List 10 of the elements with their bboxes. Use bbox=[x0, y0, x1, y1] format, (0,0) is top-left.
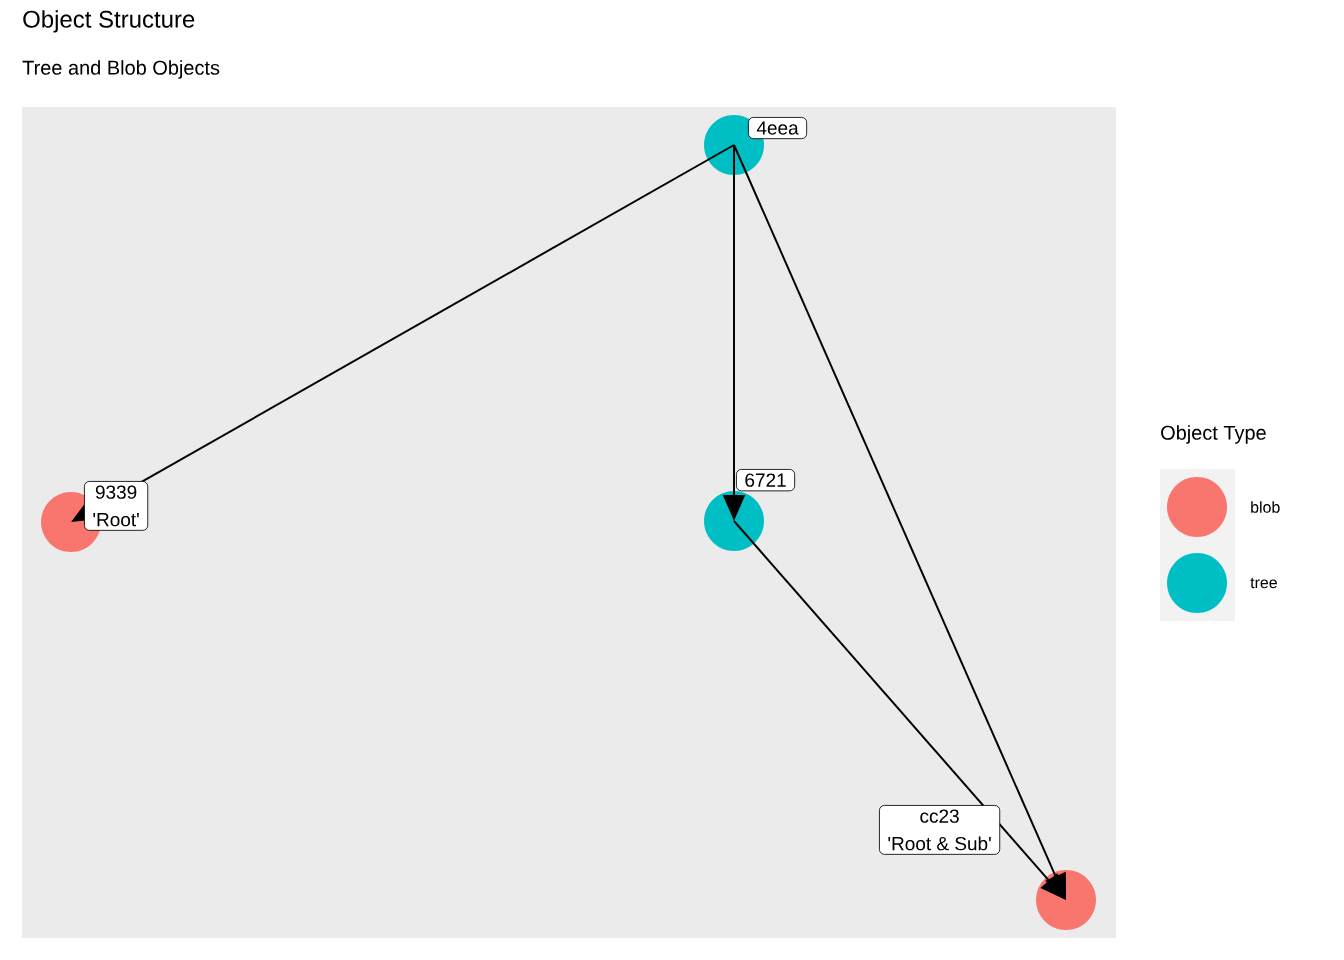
label-box: cc23 'Root & Sub' bbox=[879, 805, 1001, 855]
arrow bbox=[733, 520, 1066, 900]
label-box: 6721 bbox=[736, 469, 796, 492]
legend-title: Object Type bbox=[1161, 425, 1266, 444]
subtitle: Tree and Blob Objects bbox=[22, 60, 220, 79]
legend-label: blob bbox=[1251, 501, 1280, 513]
label-box: 9339 'Root' bbox=[84, 481, 149, 531]
legend-label: tree bbox=[1250, 577, 1277, 589]
title: Object Structure bbox=[23, 10, 195, 33]
label-box: 4eea bbox=[748, 117, 808, 140]
